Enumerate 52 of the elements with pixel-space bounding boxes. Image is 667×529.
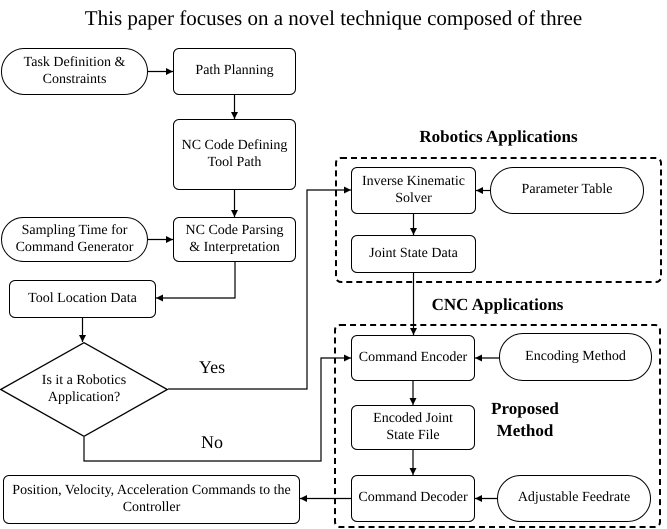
node-text: NC Code Defining Tool Path	[180, 138, 288, 172]
node-text: Inverse Kinematic Solver	[360, 174, 466, 208]
node-text: Path Planning	[195, 63, 274, 80]
terminal-box	[1, 217, 148, 262]
terminal-box	[497, 475, 651, 522]
arrow	[168, 186, 351, 390]
node-text: Adjustable Feedrate	[518, 490, 630, 507]
terminal-box	[490, 167, 644, 214]
arrow	[231, 95, 238, 119]
decision-diamond	[0, 342, 168, 437]
process-box	[351, 335, 475, 381]
process-box	[3, 475, 300, 524]
arrow	[148, 236, 173, 243]
node-text: Task Definition & Constraints	[22, 54, 126, 88]
node-text: Joint State Data	[369, 246, 458, 262]
process-box	[351, 235, 476, 273]
arrow	[148, 68, 173, 75]
arrow	[476, 187, 490, 194]
group-heading: CNC Applications	[430, 295, 564, 316]
node-text: Parameter Table	[522, 182, 612, 199]
heading-text: This paper focuses on a novel technique composed of three	[84, 6, 584, 31]
group-label: Proposed Method	[490, 398, 560, 442]
process-box	[351, 405, 475, 450]
arrow	[410, 381, 416, 405]
arrow	[231, 190, 238, 217]
process-box	[351, 167, 476, 214]
terminal-box	[499, 333, 652, 381]
node-text: Encoding Method	[525, 348, 626, 366]
arrow	[410, 273, 417, 335]
process-box	[351, 475, 475, 522]
arrow	[79, 318, 86, 342]
group-heading: Robotics Applications	[418, 127, 579, 148]
arrow	[300, 495, 351, 502]
node-text: Tool Location Data	[28, 290, 137, 308]
process-box	[173, 48, 296, 95]
node-text: Is it a Robotics Application?	[40, 372, 128, 406]
terminal-box	[1, 48, 148, 95]
arrow	[410, 214, 417, 235]
process-box	[173, 217, 296, 262]
arrow	[410, 450, 416, 475]
arrow	[475, 354, 499, 362]
node-text: NC Code Parsing & Interpretation	[184, 222, 284, 256]
arrow	[156, 262, 236, 302]
arrow	[475, 495, 497, 502]
arrow	[83, 354, 351, 462]
node-text: Command Decoder	[358, 490, 468, 507]
node-text: Sampling Time for Command Generator	[14, 222, 134, 256]
node-text: Encoded Joint State File	[372, 410, 454, 444]
process-box	[9, 280, 156, 318]
node-text: Position, Velocity, Acceleration Commands to the Controller	[11, 482, 292, 516]
process-box	[173, 119, 296, 190]
node-text: Command Encoder	[358, 350, 468, 366]
